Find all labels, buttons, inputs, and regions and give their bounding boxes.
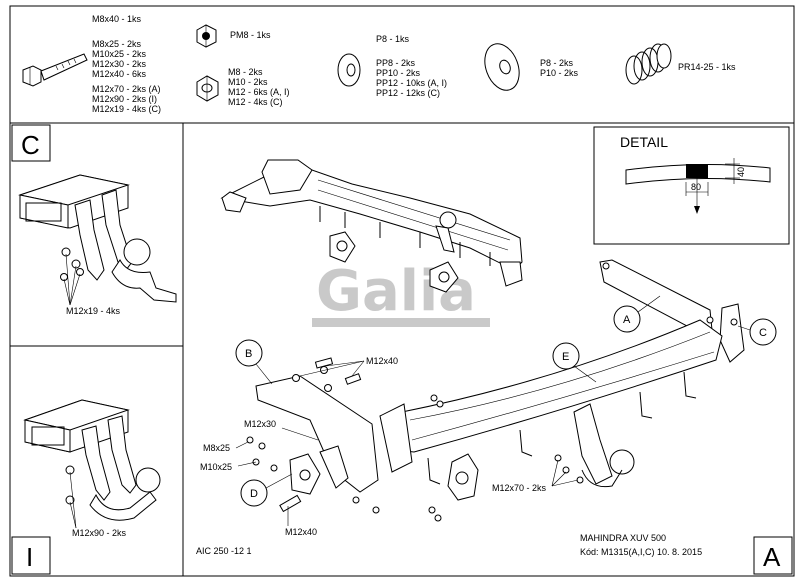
- bolt-item: M12x40 - 6ks: [92, 69, 147, 79]
- washer-item: PP12 - 12ks (C): [376, 88, 440, 98]
- washer-list: P8 - 1ks PP8 - 2ks PP10 - 2ks PP12 - 10k…: [376, 34, 447, 98]
- panel-c-label: M12x19 - 4ks: [66, 306, 121, 316]
- pm8-nut-label: PM8 - 1ks: [230, 30, 271, 40]
- panel-i: I M12x90 - 2ks: [11, 399, 161, 575]
- detail-title: DETAIL: [620, 134, 668, 150]
- callout-label: M12x40: [366, 356, 398, 366]
- washer-item: PP12 - 10ks (A, I): [376, 78, 447, 88]
- drawing-frame: [9, 5, 795, 577]
- vehicle-model: MAHINDRA XUV 500: [580, 533, 666, 543]
- nut-item: M12 - 6ks (A, I): [228, 87, 290, 97]
- panel-c-letter: C: [21, 130, 40, 160]
- large-washer-list: P8 - 2ks P10 - 2ks: [540, 58, 579, 78]
- spring-label: PR14-25 - 1ks: [678, 62, 736, 72]
- label-m10x25: M10x25: [200, 461, 257, 472]
- installed-towbar: [220, 159, 523, 293]
- callout-e: E: [552, 342, 597, 383]
- callout-a: A: [613, 295, 661, 333]
- callout-c: C: [737, 318, 777, 346]
- panel-i-letter: I: [26, 542, 33, 572]
- callout-label: M8x25: [203, 443, 230, 453]
- hex-nut-icon: [196, 75, 219, 102]
- label-m8x25: M8x25: [203, 441, 249, 453]
- label-m12x40-top: M12x40: [299, 356, 398, 377]
- bolt-item: M12x19 - 4ks (C): [92, 104, 161, 114]
- washer-icon: [337, 53, 361, 87]
- washer-item: PP10 - 2ks: [376, 68, 421, 78]
- bolt-icon: [22, 53, 88, 87]
- callout-d: D: [240, 473, 293, 507]
- label-m12x30: M12x30: [244, 419, 319, 441]
- callout-label: M10x25: [200, 462, 232, 472]
- bolt-item: M12x30 - 2ks: [92, 59, 147, 69]
- washer-item: P8 - 1ks: [376, 34, 410, 44]
- nut-item: M10 - 2ks: [228, 77, 268, 87]
- label-m12x70: M12x70 - 2ks: [492, 459, 579, 493]
- callout-b-letter: B: [245, 348, 252, 360]
- large-washer-icon: [484, 43, 520, 91]
- nut-item: M8 - 2ks: [228, 67, 263, 77]
- bolt-item: M8x40 - 1ks: [92, 14, 142, 24]
- callout-label: M12x40: [285, 527, 317, 537]
- exploded-towbar: [246, 259, 745, 522]
- part-code: Kód: M1315(A,I,C) 10. 8. 2015: [580, 547, 702, 557]
- bolt-list: M8x40 - 1ks M8x25 - 2ks M10x25 - 2ks M12…: [92, 14, 161, 114]
- large-washer-item: P10 - 2ks: [540, 68, 579, 78]
- spring-icon: [625, 43, 672, 85]
- self-locking-nut-icon: [196, 24, 217, 48]
- bolt-item: M8x25 - 2ks: [92, 39, 142, 49]
- detail-width: 80: [691, 182, 701, 192]
- callout-e-letter: E: [562, 351, 569, 363]
- callout-label: M12x70 - 2ks: [492, 483, 547, 493]
- galia-watermark: Galia: [312, 259, 490, 327]
- bolt-item: M12x70 - 2ks (A): [92, 84, 161, 94]
- callout-a-letter: A: [623, 314, 631, 326]
- washer-item: PP8 - 2ks: [376, 58, 416, 68]
- detail-view: DETAIL 80 40: [620, 134, 771, 214]
- panel-a: A: [753, 536, 793, 575]
- label-m12x40-bottom: M12x40: [285, 506, 317, 537]
- callout-label: M12x30: [244, 419, 276, 429]
- callout-b: B: [235, 339, 273, 385]
- callout-c-letter: C: [759, 327, 767, 339]
- panel-c: C M12x19 - 4ks: [11, 124, 177, 316]
- drawing-code: AIC 250 -12 1: [196, 546, 252, 556]
- nut-list: M8 - 2ks M10 - 2ks M12 - 6ks (A, I) M12 …: [228, 67, 290, 107]
- callout-d-letter: D: [250, 488, 258, 500]
- bolt-item: M12x90 - 2ks (I): [92, 94, 157, 104]
- detail-height: 40: [736, 167, 746, 177]
- nut-item: M12 - 4ks (C): [228, 97, 283, 107]
- panel-a-letter: A: [763, 542, 781, 572]
- bolt-item: M10x25 - 2ks: [92, 49, 147, 59]
- large-washer-item: P8 - 2ks: [540, 58, 574, 68]
- panel-i-label: M12x90 - 2ks: [72, 528, 127, 538]
